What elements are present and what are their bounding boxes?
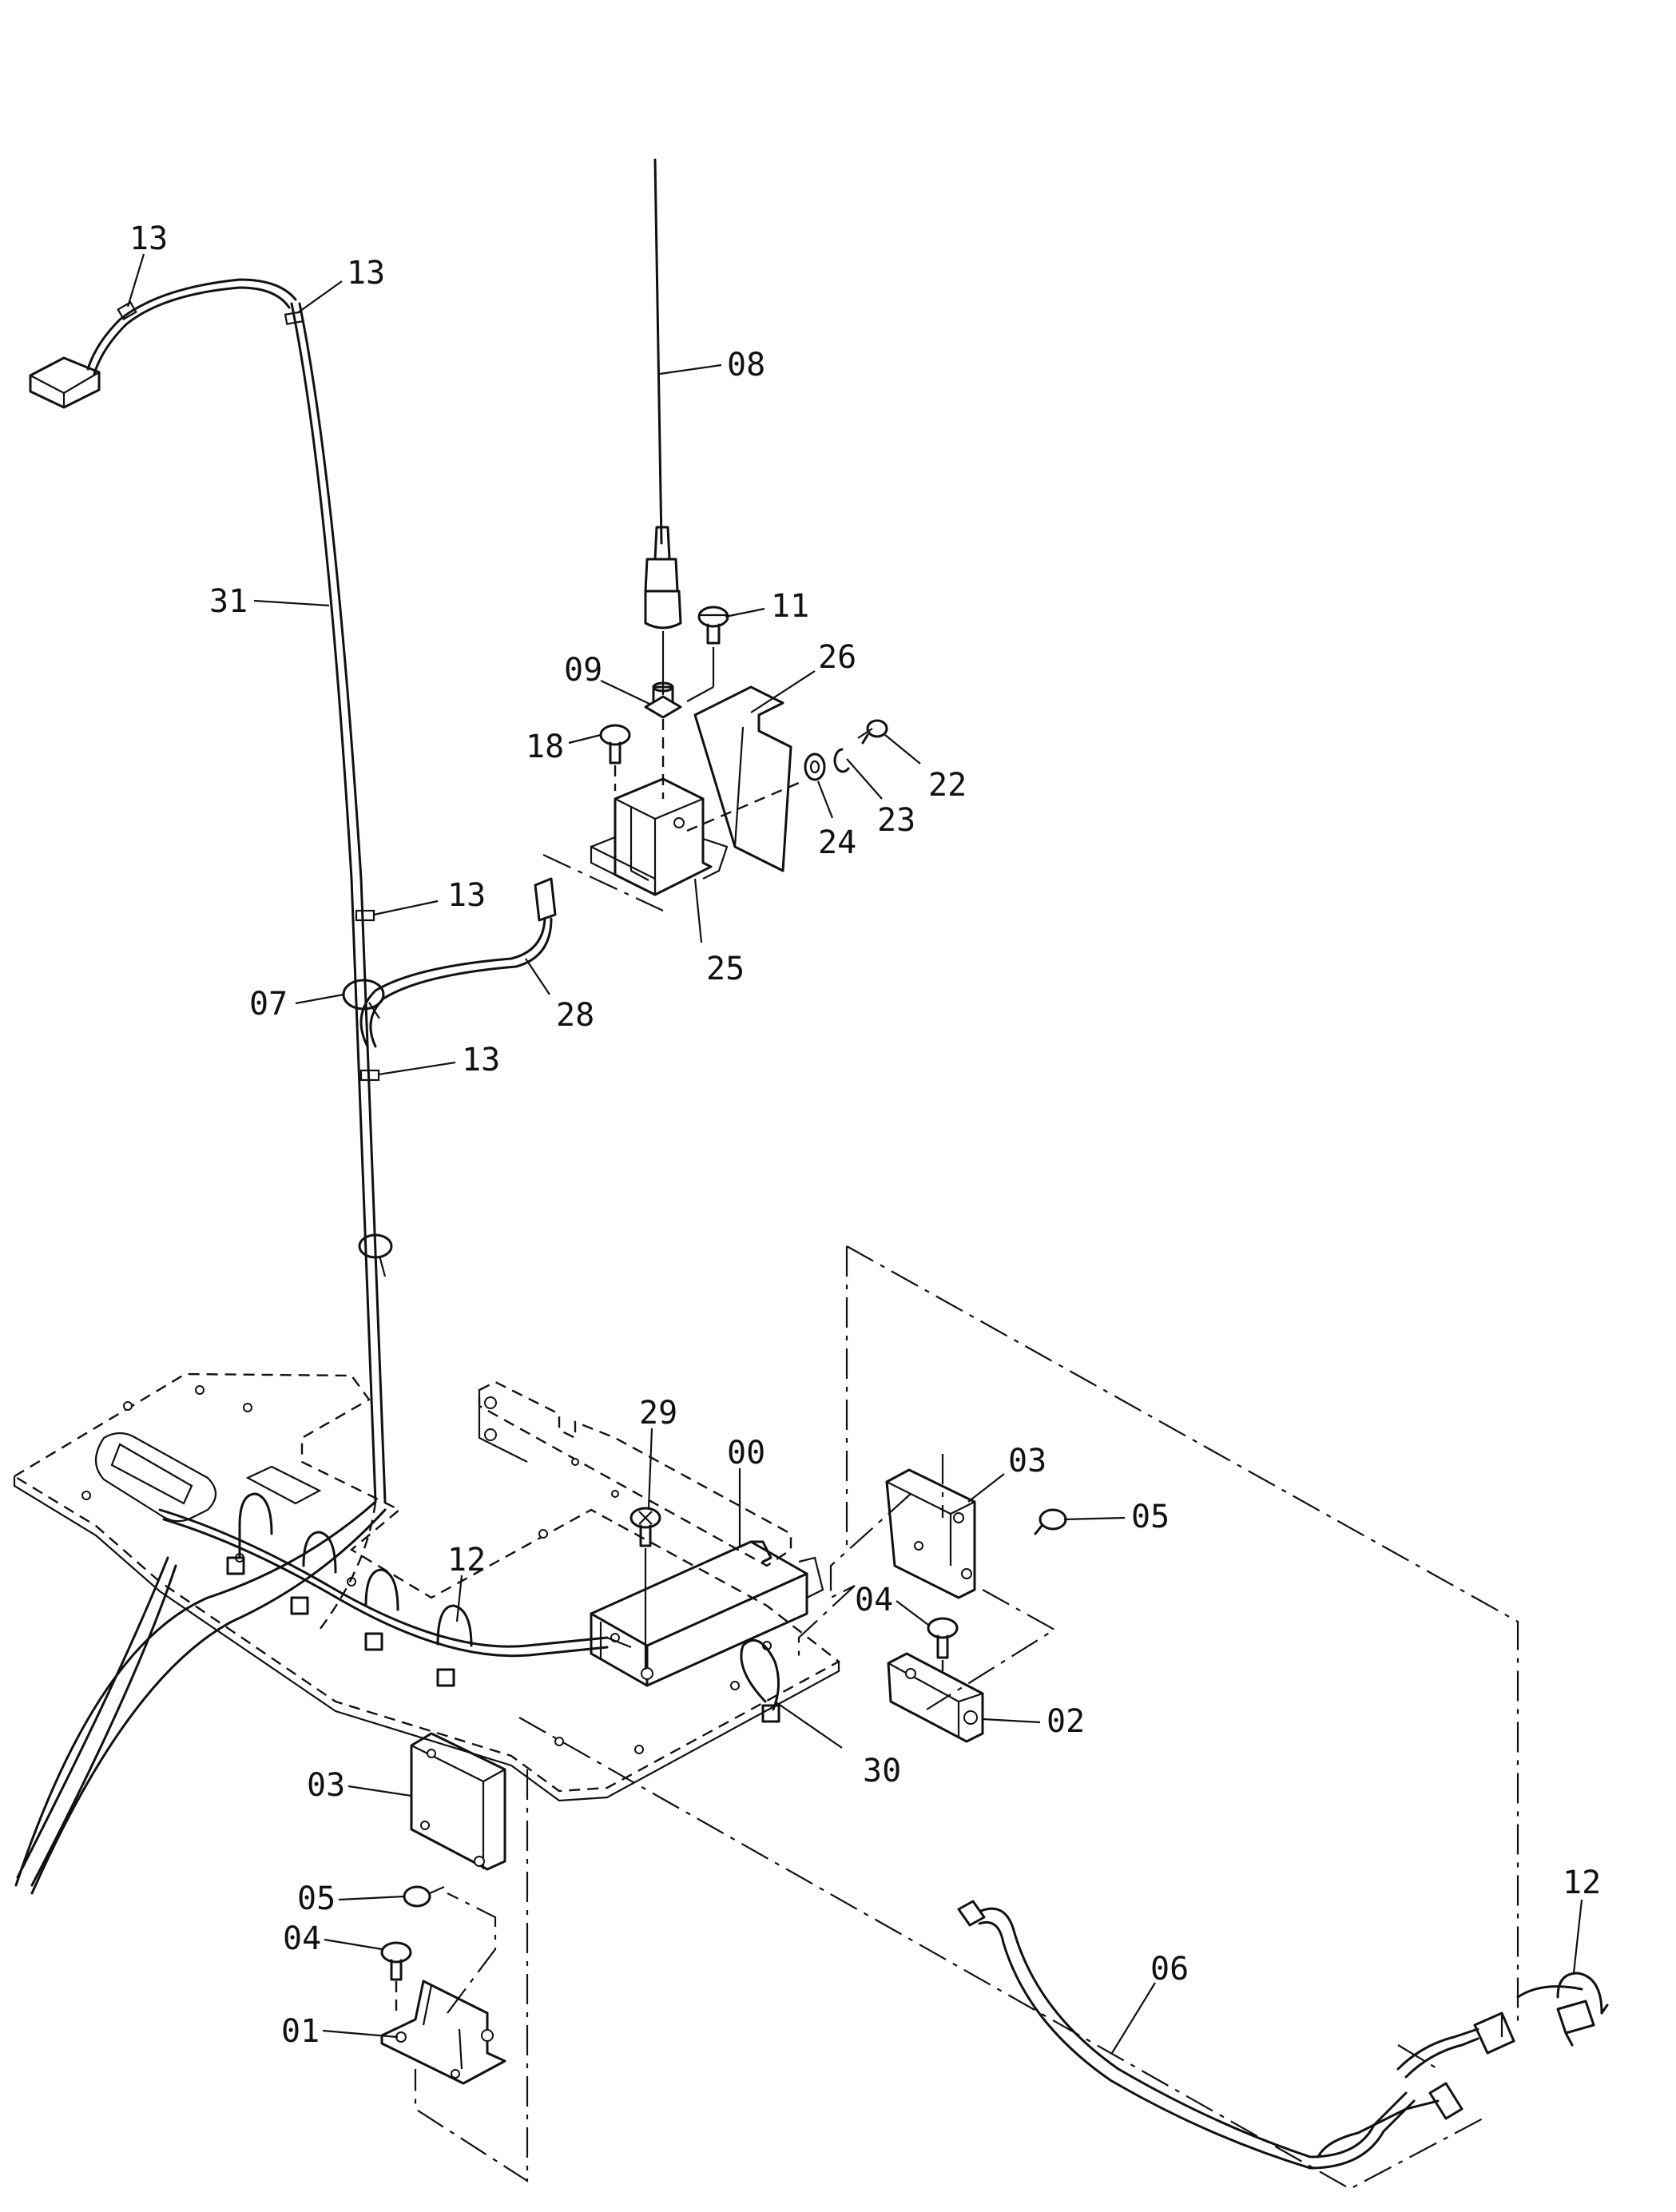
label-04: 04 bbox=[855, 1582, 893, 1618]
screw-11 bbox=[686, 606, 729, 702]
screw-29 bbox=[629, 1507, 661, 1670]
label-05: 05 bbox=[297, 1880, 336, 1917]
bracket-25 bbox=[542, 777, 729, 911]
label-12: 12 bbox=[1563, 1865, 1601, 1901]
cable-28 bbox=[342, 877, 557, 1277]
base-plate bbox=[12, 1372, 841, 1802]
label-00: 00 bbox=[727, 1435, 765, 1471]
label-13: 13 bbox=[347, 255, 385, 292]
rear-bracket bbox=[478, 1380, 792, 1567]
label-09: 09 bbox=[564, 652, 602, 689]
label-13: 13 bbox=[447, 877, 486, 914]
label-05: 05 bbox=[1131, 1499, 1170, 1535]
screw-04-upper bbox=[927, 1617, 959, 1678]
module-00 bbox=[590, 1540, 824, 1687]
label-28: 28 bbox=[556, 997, 594, 1034]
label-22: 22 bbox=[928, 767, 967, 804]
label-29: 29 bbox=[639, 1395, 677, 1432]
connector-09 bbox=[644, 681, 682, 799]
harness-31 bbox=[14, 278, 387, 1895]
label-30: 30 bbox=[863, 1753, 901, 1789]
part-labels: 13 13 08 31 11 09 26 18 22 23 24 13 25 0… bbox=[129, 220, 1601, 2050]
screw-18 bbox=[599, 724, 631, 791]
label-04: 04 bbox=[283, 1920, 321, 1957]
label-18: 18 bbox=[526, 729, 564, 765]
washer-24 bbox=[804, 753, 826, 781]
screw-05-upper bbox=[1034, 1508, 1067, 1535]
label-26: 26 bbox=[818, 639, 856, 676]
screw-04-lower bbox=[380, 1941, 412, 2013]
screw-22 bbox=[857, 719, 888, 745]
label-25: 25 bbox=[706, 951, 745, 987]
bracket-01 bbox=[380, 1980, 506, 2085]
label-07: 07 bbox=[249, 986, 288, 1023]
label-13: 13 bbox=[129, 220, 168, 257]
label-03: 03 bbox=[1008, 1443, 1047, 1479]
screw-05-lower bbox=[403, 1885, 445, 1908]
label-23: 23 bbox=[877, 802, 915, 839]
antenna-08 bbox=[644, 158, 682, 695]
label-24: 24 bbox=[818, 824, 856, 861]
label-01: 01 bbox=[281, 2013, 320, 2050]
bracket-26 bbox=[686, 685, 800, 872]
leader-lines bbox=[126, 253, 1583, 2054]
label-03: 03 bbox=[307, 1767, 345, 1804]
label-08: 08 bbox=[727, 347, 765, 383]
label-11: 11 bbox=[771, 588, 809, 625]
bracket-03-upper bbox=[885, 1468, 976, 1599]
label-31: 31 bbox=[209, 583, 248, 620]
harness-12-ties bbox=[158, 1492, 609, 1687]
washer-23 bbox=[833, 748, 850, 773]
bracket-02 bbox=[887, 1652, 984, 1743]
label-12: 12 bbox=[447, 1542, 486, 1579]
label-06: 06 bbox=[1150, 1951, 1189, 1988]
label-13: 13 bbox=[462, 1042, 500, 1078]
harness-06 bbox=[957, 1900, 1609, 2170]
band-30 bbox=[740, 1638, 780, 1723]
label-02: 02 bbox=[1047, 1703, 1085, 1740]
bracket-03-lower bbox=[410, 1732, 506, 1871]
